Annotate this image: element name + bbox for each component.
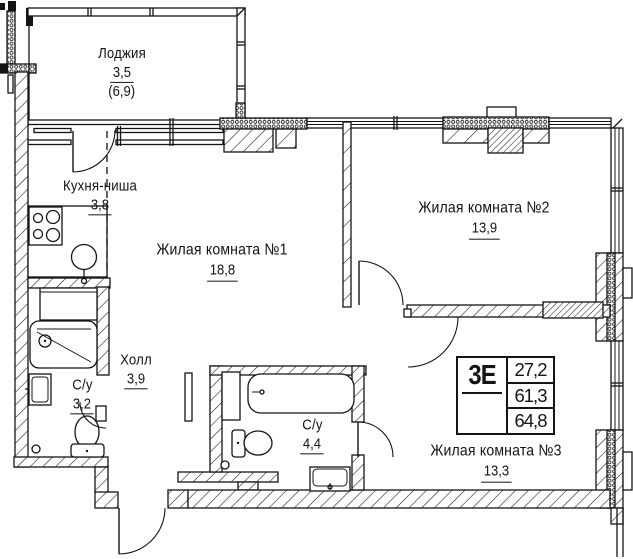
toilet-icon: [74, 415, 100, 449]
area-value: 64,8: [508, 407, 553, 433]
room-label-room3: Жилая комната №3 13,3: [421, 442, 570, 483]
bathroom2-door: [357, 421, 394, 458]
kitchen-sink-icon: [70, 243, 98, 271]
doors: [72, 129, 459, 555]
area-value: 27,2: [514, 358, 547, 380]
bathtub-icon: [247, 373, 355, 414]
room-label-room1: Жилая комната №1 18,8: [147, 241, 296, 282]
area-values-column: 27,2 61,3 64,8: [506, 358, 553, 433]
room2-door: [358, 260, 404, 306]
room-label-bathroom2: С/у 4,4: [299, 415, 325, 455]
type-underline: [462, 392, 502, 394]
room-label-hall: Холл 3,9: [118, 350, 154, 390]
area-value: 61,3: [508, 381, 553, 408]
room-label-loggia: Лоджия 3,5 (6,9): [98, 44, 146, 101]
left-and-bottom-walls: [13, 71, 611, 509]
apartment-info-table: 3Е 27,2 61,3 64,8: [456, 356, 555, 435]
room3-door: [407, 316, 459, 368]
top-wall: [27, 106, 623, 154]
stove-burner-icon: [45, 227, 61, 243]
entrance-door: [118, 507, 166, 555]
stove-burner-icon: [32, 212, 44, 224]
bathroom1-door: [79, 401, 107, 429]
washing-machine-icon: [39, 287, 98, 321]
apartment-type-cell: 3Е: [458, 358, 506, 433]
bathroom2-fixtures: [231, 373, 355, 492]
room-label-bathroom1: С/у 3,2: [69, 375, 95, 415]
apartment-type: 3Е: [468, 359, 496, 390]
bathroom1-fixtures: [25, 287, 105, 458]
stove-burner-icon: [45, 209, 61, 225]
stove-burner-icon: [32, 228, 44, 240]
balcony-door: [72, 129, 116, 173]
interior-walls: [27, 121, 611, 491]
loggia-walls: [0, 1, 246, 123]
room-label-room2: Жилая комната №2 13,9: [409, 199, 558, 240]
room-label-kitchen: Кухня-ниша 3,8: [58, 176, 142, 216]
